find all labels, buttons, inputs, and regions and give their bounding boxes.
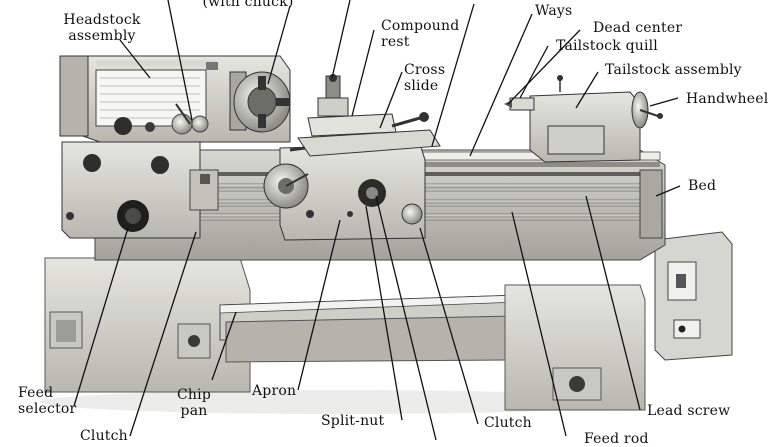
leader-feed-rod bbox=[511, 211, 567, 437]
label-cross-slide: Cross slide bbox=[404, 62, 445, 94]
label-cross-line2: slide bbox=[404, 78, 439, 94]
chip-pan bbox=[219, 294, 521, 363]
leader-dead-center bbox=[507, 29, 581, 105]
leader-cross-slide bbox=[379, 71, 403, 129]
chuck bbox=[229, 71, 291, 133]
label-headstock-line1: Headstock bbox=[63, 12, 141, 28]
leader-clutch-extra bbox=[375, 195, 437, 440]
label-ways: Ways bbox=[535, 3, 573, 19]
leader-clutch-left bbox=[129, 231, 197, 437]
label-bed: Bed bbox=[688, 178, 717, 194]
gearbox bbox=[61, 141, 219, 239]
label-lead-screw: Lead screw bbox=[647, 403, 731, 419]
label-dead-center: Dead center bbox=[593, 20, 683, 36]
tailstock bbox=[504, 75, 663, 163]
carriage-apron bbox=[263, 143, 426, 241]
label-chip-pan: Chip pan bbox=[170, 387, 218, 419]
leader-feed-selector bbox=[73, 227, 129, 407]
leader-compound-top bbox=[331, 0, 351, 79]
lathe-machine bbox=[40, 55, 733, 414]
leader-clutch-center bbox=[419, 227, 479, 425]
leader-compound bbox=[351, 29, 375, 117]
label-chip-pan-line2: pan bbox=[180, 403, 208, 419]
leader-ways-a bbox=[431, 3, 475, 147]
label-feed-selector-line2: selector bbox=[18, 401, 77, 417]
label-feed-selector-line1: Feed bbox=[18, 385, 54, 401]
leader-with-chuck bbox=[267, 5, 291, 85]
cross-slide-compound bbox=[289, 74, 441, 157]
label-clutch-left: Clutch bbox=[80, 428, 128, 444]
leader-headstock bbox=[119, 39, 151, 79]
label-clutch-center: Clutch bbox=[484, 415, 532, 431]
label-feed-selector: Feed selector bbox=[18, 385, 76, 417]
leader-tailstock-quill bbox=[519, 45, 549, 99]
leader-ways bbox=[469, 13, 533, 157]
label-headstock-line2: assembly bbox=[68, 28, 136, 44]
label-tailstock-assembly: Tailstock assembly bbox=[605, 62, 742, 78]
leader-lines bbox=[73, 0, 681, 440]
label-compound-line1: Compound bbox=[381, 18, 460, 34]
leader-chip-pan bbox=[211, 311, 237, 381]
electrical-box bbox=[654, 231, 733, 361]
right-pedestal bbox=[504, 284, 646, 411]
label-compound-rest: Compound rest bbox=[381, 18, 459, 50]
label-tailstock-quill: Tailstock quill bbox=[556, 38, 658, 54]
label-apron: Apron bbox=[252, 383, 297, 399]
leader-bed bbox=[655, 185, 681, 197]
rods bbox=[199, 169, 663, 239]
leader-apron bbox=[297, 219, 341, 391]
label-handwheel: Handwheel bbox=[686, 91, 769, 107]
leader-lead-screw bbox=[585, 195, 641, 411]
leader-split-nut bbox=[365, 205, 403, 421]
label-with-chuck: (with chuck) bbox=[202, 0, 294, 10]
label-cross-line1: Cross bbox=[404, 62, 446, 78]
leader-tailstock-assembly bbox=[575, 71, 599, 109]
label-compound-line2: rest bbox=[381, 34, 410, 50]
leader-headstock-extra bbox=[167, 0, 193, 121]
left-pedestal bbox=[44, 257, 251, 393]
label-chip-pan-line1: Chip bbox=[177, 387, 211, 403]
leader-handwheel bbox=[649, 97, 679, 107]
label-split-nut: Split-nut bbox=[321, 413, 385, 429]
label-headstock-assembly: Headstock assembly bbox=[52, 12, 152, 44]
label-feed-rod: Feed rod bbox=[584, 431, 649, 447]
